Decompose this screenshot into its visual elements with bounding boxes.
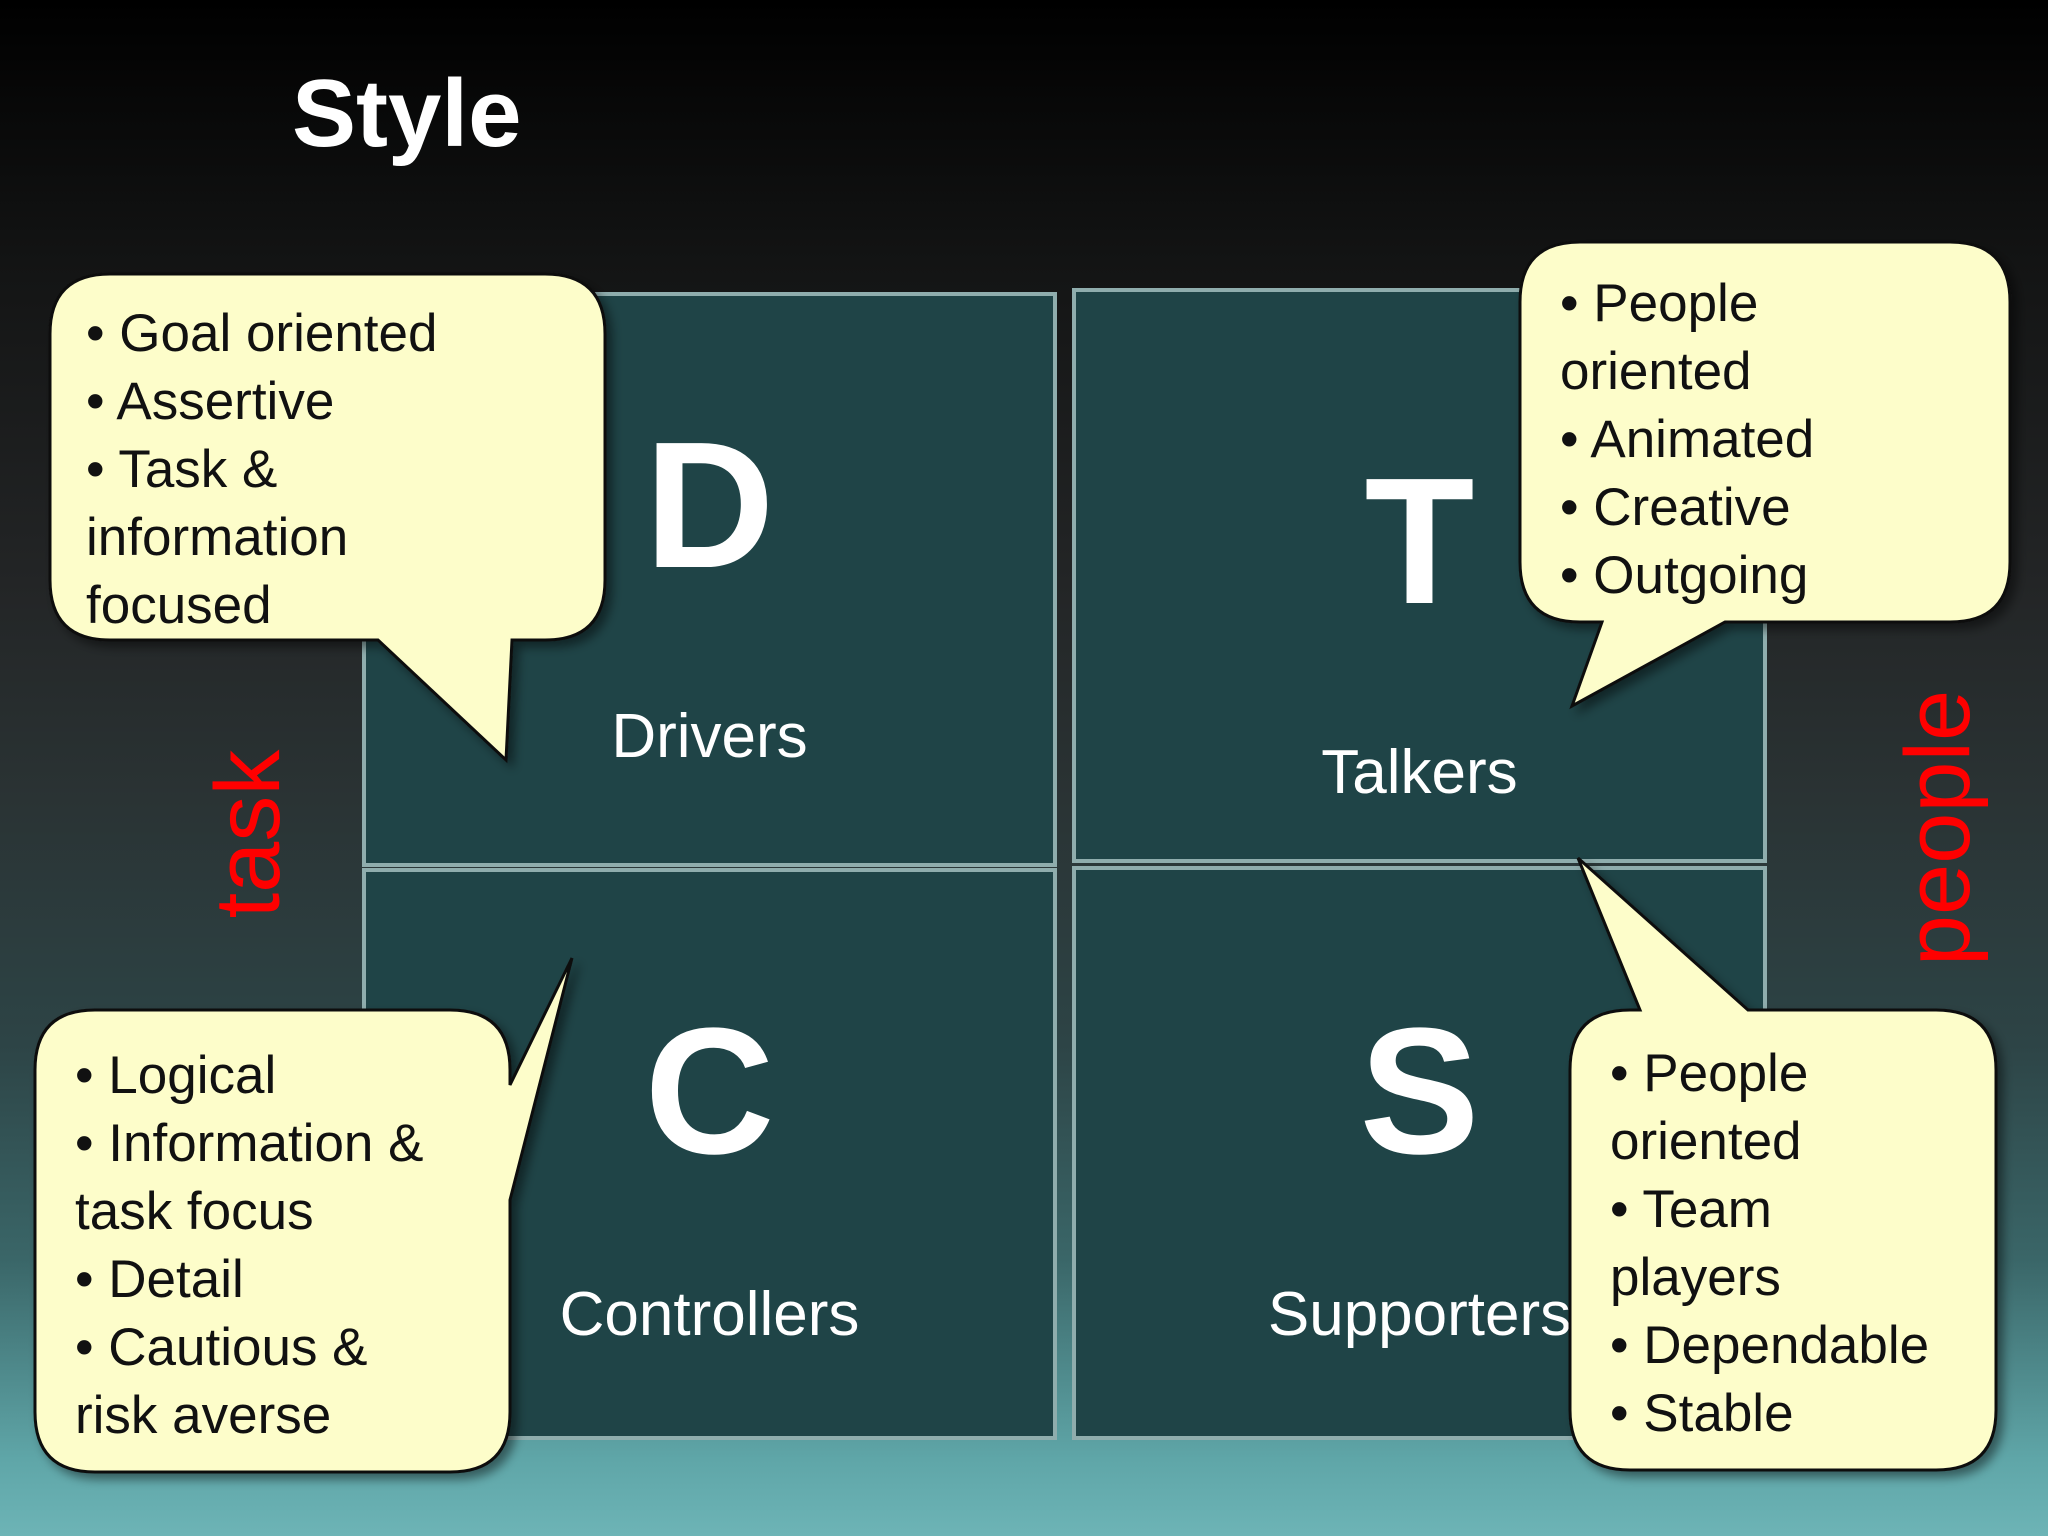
callout-line: • Goal oriented: [86, 304, 438, 363]
slide-title: Style: [292, 60, 522, 167]
callout-text-talkers: • People oriented • Animated • Creative …: [1560, 270, 1814, 610]
callout-line: oriented: [1560, 342, 1752, 401]
quadrant-label-drivers: Drivers: [611, 702, 808, 771]
callout-line: players: [1610, 1248, 1781, 1307]
callout-line: • Logical: [75, 1046, 277, 1105]
callout-bubble-talkers: [1518, 240, 2012, 710]
callout-line: • Outgoing: [1560, 546, 1809, 605]
callout-line: • People: [1560, 274, 1759, 333]
callout-line: • People: [1610, 1044, 1809, 1103]
callout-line: focused: [86, 576, 272, 635]
callout-line: risk averse: [75, 1386, 332, 1445]
callout-line: • Animated: [1560, 410, 1815, 469]
callout-line: • Stable: [1610, 1384, 1794, 1443]
callout-text-supporters: • People oriented • Team players • Depen…: [1610, 1040, 1929, 1448]
callout-line: • Cautious &: [75, 1318, 368, 1377]
callout-bubble-controllers: [33, 957, 574, 1474]
callout-line: information: [86, 508, 349, 567]
quadrant-label-supporters: Supporters: [1267, 1280, 1572, 1349]
callout-line: • Information &: [75, 1114, 424, 1173]
callout-line: • Task &: [86, 440, 278, 499]
quadrant-label-controllers: Controllers: [559, 1280, 860, 1349]
callout-line: oriented: [1610, 1112, 1802, 1171]
quadrant-letter-c: C: [644, 991, 775, 1192]
callout-line: • Assertive: [86, 372, 335, 431]
callout-line: • Dependable: [1610, 1316, 1930, 1375]
quadrant-letter-s: S: [1359, 991, 1480, 1192]
quadrant-letter-d: D: [644, 405, 775, 606]
callout-line: task focus: [75, 1182, 314, 1241]
callout-text-controllers: • Logical • Information & task focus • D…: [75, 1042, 424, 1450]
callout-bubble-drivers: [48, 272, 607, 764]
callout-line: • Creative: [1560, 478, 1791, 537]
callout-text-drivers: • Goal oriented • Assertive • Task & inf…: [86, 300, 438, 640]
quadrant-label-talkers: Talkers: [1321, 738, 1518, 807]
callout-line: • Detail: [75, 1250, 244, 1309]
callout-line: • Team: [1610, 1180, 1772, 1239]
callout-bubble-supporters: [1568, 856, 1998, 1472]
quadrant-letter-t: T: [1364, 441, 1475, 642]
